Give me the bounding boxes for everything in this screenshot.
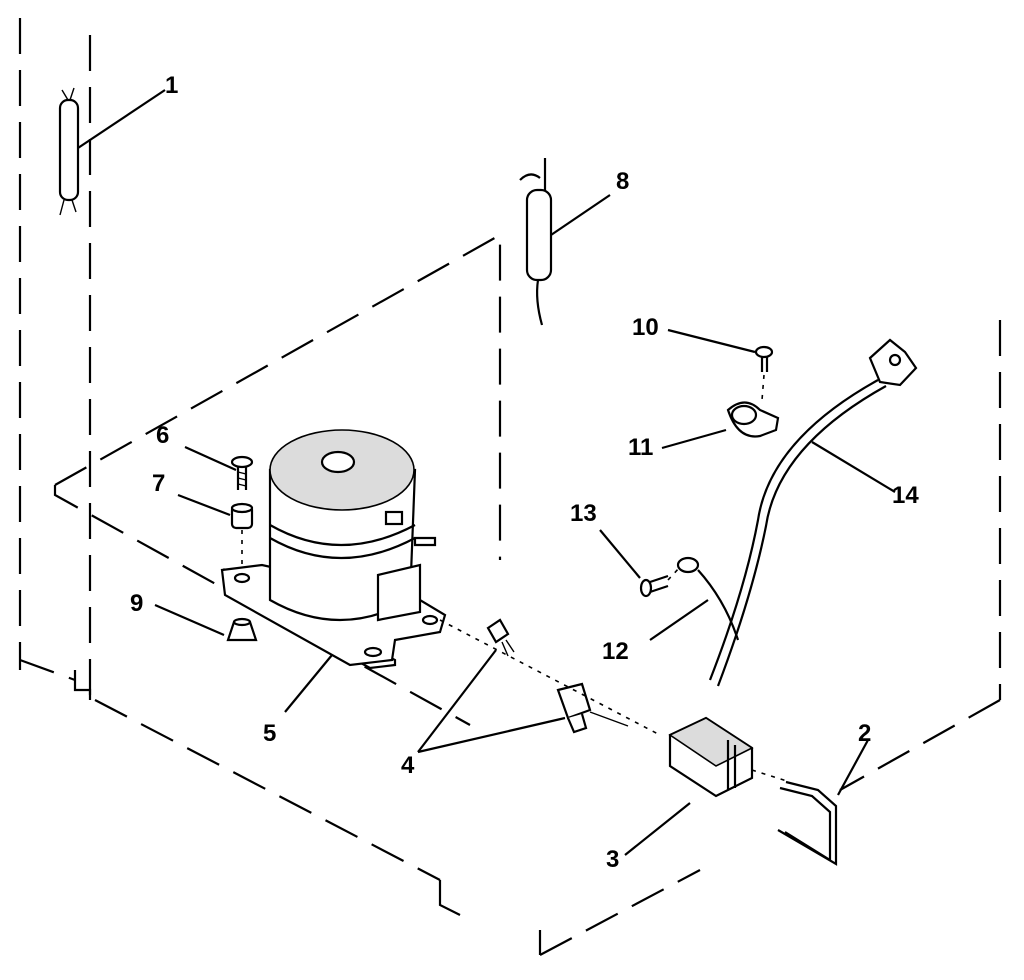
part-7-spacer — [177, 493, 254, 530]
cabinet-outline — [18, 18, 1002, 956]
part-1-drier — [58, 87, 166, 216]
callout-9: 9 — [130, 590, 144, 617]
callout-12: 12 — [602, 638, 629, 665]
part-11-clamp — [661, 401, 780, 450]
callout-11: 11 — [628, 434, 654, 461]
part-14-cord — [708, 338, 918, 687]
part-9-grommet — [154, 603, 258, 642]
part-3-cover — [624, 716, 754, 856]
callout-1: 1 — [165, 72, 179, 99]
part-13-ground-screw — [599, 529, 681, 598]
part-4-relay-parts — [417, 618, 661, 754]
part-5-compressor — [220, 429, 447, 713]
screw-axis — [761, 374, 765, 401]
part-10-screw — [667, 328, 774, 372]
part-6-bolt — [184, 445, 254, 490]
callout-5: 5 — [263, 720, 277, 747]
part-8-probe — [519, 158, 611, 326]
part-12-ground-wire — [649, 556, 740, 641]
part-2-bail — [751, 739, 869, 866]
callout-7: 7 — [152, 470, 166, 497]
callout-6: 6 — [156, 422, 170, 449]
callout-3: 3 — [606, 846, 620, 873]
callout-4: 4 — [401, 752, 415, 779]
callout-13: 13 — [570, 500, 597, 527]
callout-2: 2 — [858, 720, 872, 747]
callout-10: 10 — [632, 314, 659, 341]
callout-14: 14 — [892, 482, 919, 509]
callout-8: 8 — [616, 168, 630, 195]
